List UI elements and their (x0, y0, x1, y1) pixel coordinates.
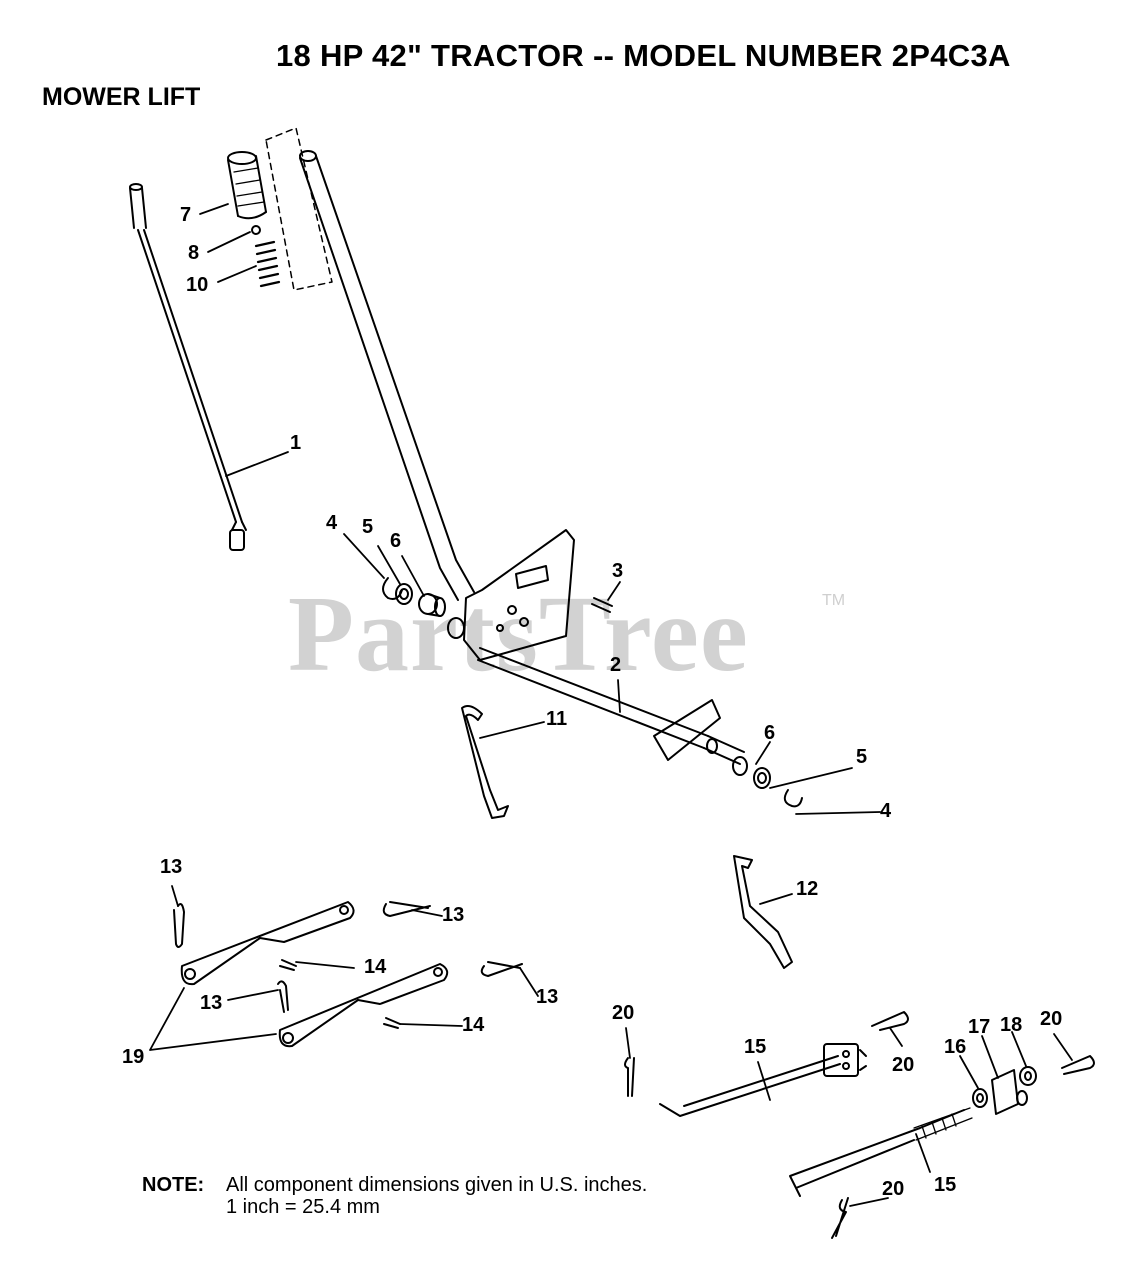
callout-15-b: 15 (934, 1174, 957, 1196)
callout-6: 6 (390, 530, 402, 552)
lift-rod-part (129, 183, 247, 551)
callout-4: 4 (326, 512, 338, 534)
callout-3: 3 (612, 560, 624, 582)
swivel-block-part (991, 1069, 1028, 1115)
lift-link-lower-part (278, 963, 449, 1048)
lift-lever-part (299, 150, 475, 601)
bushing-left-part (418, 593, 446, 617)
detent-ball-part (251, 225, 261, 235)
note-line-1: All component dimensions given in U.S. i… (226, 1174, 648, 1196)
callout-7: 7 (180, 204, 192, 226)
callout-15-a: 15 (744, 1036, 767, 1058)
watermark: PartsTree (288, 575, 749, 694)
callout-2: 2 (610, 654, 622, 676)
lift-adjust-rod-upper-part (659, 1043, 867, 1117)
callout-18: 18 (1000, 1014, 1023, 1036)
leader-lines (149, 203, 1073, 1207)
hair-pin-part (624, 1011, 1095, 1239)
lift-link-upper-part (180, 901, 355, 986)
lift-washer-part (972, 1088, 988, 1108)
page-title: 18 HP 42" TRACTOR -- MODEL NUMBER 2P4C3A (276, 38, 1011, 73)
washer-right-part (753, 767, 771, 789)
section-title: MOWER LIFT (42, 83, 201, 111)
retaining-ring-right-part (783, 789, 803, 808)
callout-13-a: 13 (160, 856, 183, 878)
callout-19: 19 (122, 1046, 145, 1068)
callout-20-c: 20 (1040, 1008, 1063, 1030)
callout-20-b: 20 (892, 1054, 915, 1076)
callout-13-d: 13 (536, 986, 559, 1008)
trademark-mark: TM (822, 592, 846, 609)
roll-pin-part (591, 597, 613, 613)
callout-17: 17 (968, 1016, 991, 1038)
callout-20-a: 20 (612, 1002, 635, 1024)
callout-5: 5 (362, 516, 374, 538)
lift-link-bracket-part (461, 705, 509, 819)
callout-16: 16 (944, 1036, 967, 1058)
callout-6-right: 6 (764, 722, 776, 744)
hairpin-clip-part (173, 901, 523, 1013)
spring-part (254, 240, 281, 288)
callout-1: 1 (290, 432, 302, 454)
callout-11: 11 (546, 708, 568, 730)
callout-4-right: 4 (880, 800, 892, 822)
retaining-ring-left-part (382, 577, 403, 600)
callout-10: 10 (186, 274, 209, 296)
callout-5-right: 5 (856, 746, 868, 768)
lift-adjust-rod-lower-part (789, 1107, 973, 1197)
cross-shaft-part (477, 647, 745, 765)
lift-nut-part (1019, 1066, 1037, 1086)
callout-20-d: 20 (882, 1178, 905, 1200)
handle-grip-part (227, 151, 267, 220)
washer-left-part (395, 583, 413, 605)
callout-13-b: 13 (442, 904, 465, 926)
callout-14-a: 14 (364, 956, 387, 978)
note-label: NOTE: (142, 1174, 205, 1196)
callout-8: 8 (188, 242, 200, 264)
dimension-note: NOTE: All component dimensions given in U… (142, 1174, 647, 1218)
pivot-boss-part (447, 617, 465, 639)
callout-14-b: 14 (462, 1014, 485, 1036)
note-line-2: 1 inch = 25.4 mm (226, 1196, 380, 1218)
callout-13-c: 13 (200, 992, 223, 1014)
callout-12: 12 (796, 878, 819, 900)
clevis-pin-part (279, 959, 401, 1029)
lift-arm-bracket-part (733, 855, 793, 969)
lever-outline-dashed (265, 127, 333, 291)
bushing-right-part (732, 756, 748, 776)
pivot-plate-part (463, 529, 575, 661)
